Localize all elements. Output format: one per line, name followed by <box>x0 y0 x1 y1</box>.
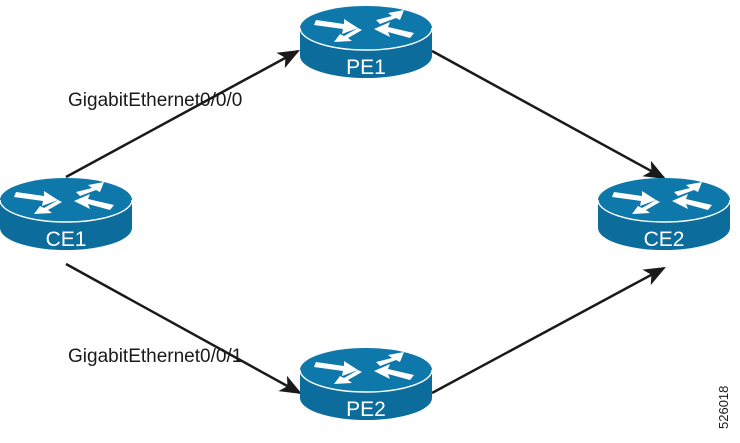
router-label-pe2: PE2 <box>346 398 386 421</box>
link-pe2-ce2 <box>431 266 666 395</box>
router-pe1[interactable]: PE1 <box>299 5 433 79</box>
router-ce2[interactable]: CE2 <box>597 177 731 251</box>
router-ce1[interactable]: CE1 <box>0 177 133 251</box>
router-pe2[interactable]: PE2 <box>299 347 433 421</box>
link-ce1-pe2 <box>65 262 302 395</box>
link-ce1-pe1 <box>65 49 300 179</box>
interface-label-gi0-0-0: GigabitEthernet0/0/0 <box>68 90 242 111</box>
link-pe1-ce2 <box>431 49 666 180</box>
router-label-pe1: PE1 <box>346 56 386 79</box>
router-label-ce2: CE2 <box>644 228 685 251</box>
router-label-ce1: CE1 <box>46 228 87 251</box>
interface-label-gi0-0-1: GigabitEthernet0/0/1 <box>68 346 242 367</box>
figure-id: 526018 <box>716 386 731 429</box>
